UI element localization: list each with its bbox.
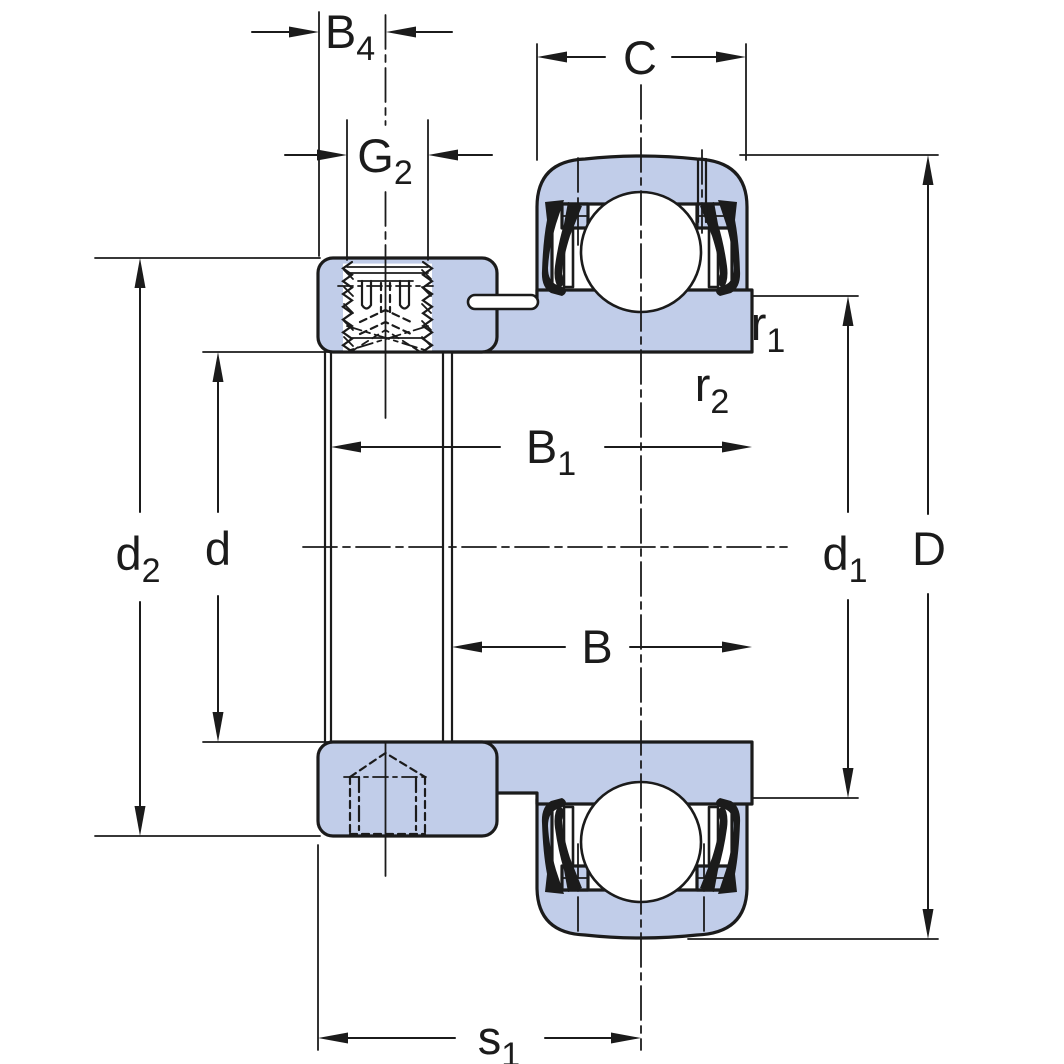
- dimension-s1: [318, 1032, 641, 1044]
- label-d1: d1: [822, 527, 867, 590]
- lubrication-hole: [696, 149, 708, 234]
- dimension-g2: [284, 149, 493, 161]
- label-c: C: [623, 31, 657, 84]
- hidden-screw-hole: [343, 741, 432, 877]
- thread-zigzag-right: [421, 260, 434, 353]
- dimension-d2: [134, 258, 146, 836]
- locking-collar-bottom: [316, 740, 499, 877]
- dimension-d: [212, 352, 224, 742]
- label-b: B: [581, 620, 612, 673]
- dimension-b4: [251, 26, 453, 38]
- label-d2: d2: [115, 527, 160, 590]
- thread-bore: [343, 263, 432, 351]
- collar-recess-slot: [466, 293, 540, 311]
- label-r1: r1: [751, 297, 786, 360]
- extension-lines: [94, 11, 939, 1051]
- dimension-c: [537, 51, 746, 63]
- label-r2: r2: [695, 358, 730, 421]
- label-b4: B4: [325, 5, 375, 68]
- dimension-b1: [331, 441, 752, 453]
- label-s1: s1: [478, 1011, 520, 1064]
- label-b1: B1: [526, 420, 576, 483]
- dimension-b: [452, 641, 752, 653]
- label-d: d: [205, 522, 231, 575]
- label-g2: G2: [357, 129, 412, 192]
- label-dcap: D: [912, 522, 946, 575]
- thread-hatch: [343, 266, 432, 347]
- locking-collar-top: [316, 256, 540, 354]
- dimension-dcap: [922, 155, 934, 939]
- thread-zigzag-left: [341, 260, 354, 353]
- dimension-d1: [842, 296, 854, 798]
